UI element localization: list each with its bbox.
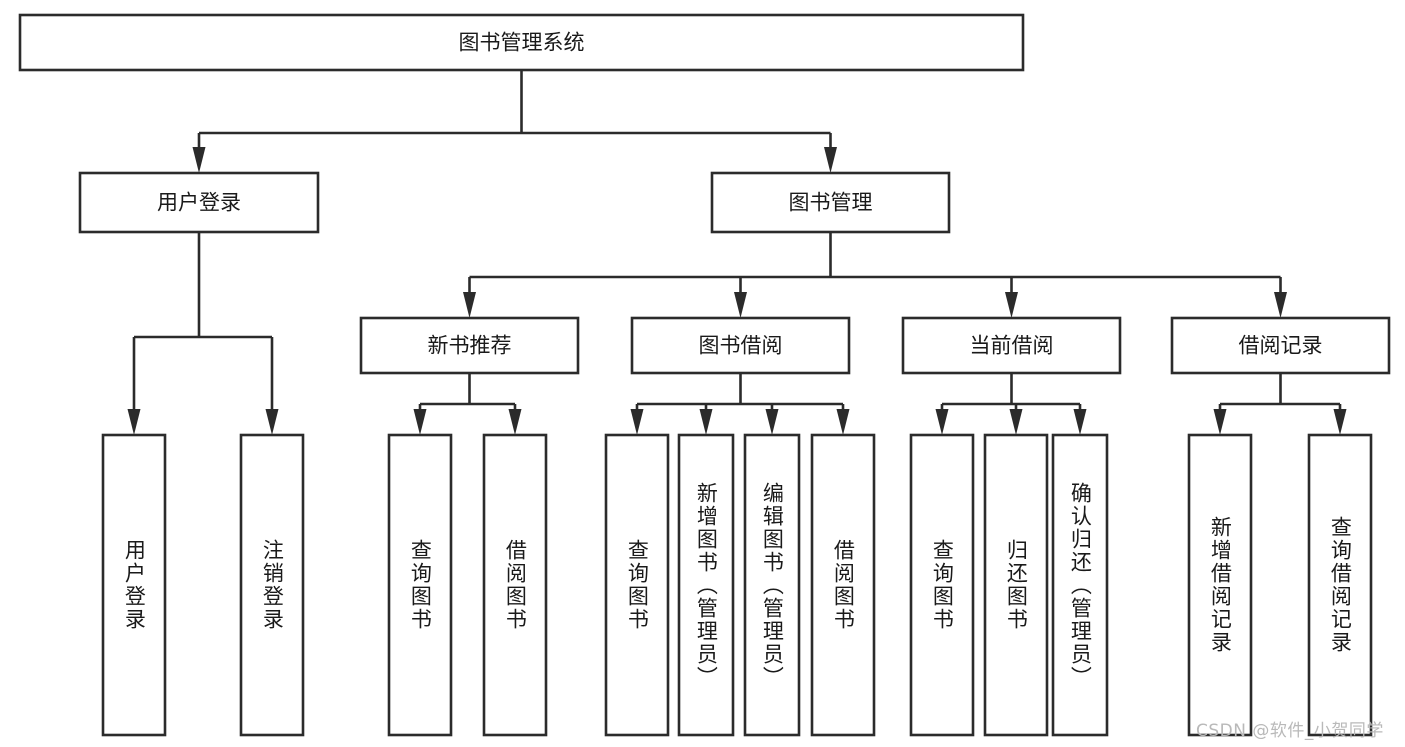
connectors-layer xyxy=(127,70,1347,435)
node-box-leaf-user-logout[interactable] xyxy=(239,433,305,737)
arrow-head-icon xyxy=(1005,292,1018,318)
node-box-book-borrow[interactable] xyxy=(630,316,851,375)
arrow-head-icon xyxy=(699,409,713,435)
arrow-head-icon xyxy=(1274,292,1287,318)
node-box-leaf-query-borrow-record[interactable] xyxy=(1307,433,1373,737)
arrow-head-icon xyxy=(413,409,427,435)
node-box-leaf-user-login[interactable] xyxy=(101,433,167,737)
node-box-current-borrow[interactable] xyxy=(901,316,1122,375)
connector-group xyxy=(413,373,522,435)
node-box-leaf-add-book[interactable] xyxy=(677,433,735,737)
arrow-head-icon xyxy=(127,409,141,435)
arrow-head-icon xyxy=(192,147,206,173)
arrow-head-icon xyxy=(463,292,476,318)
node-box-root[interactable] xyxy=(18,13,1025,72)
node-label-user-login: 用户登录 xyxy=(157,191,241,215)
arrow-head-icon xyxy=(935,409,949,435)
arrow-head-icon xyxy=(508,409,522,435)
arrow-head-icon xyxy=(630,409,644,435)
arrow-head-icon xyxy=(824,147,837,173)
node-label-current-borrow: 当前借阅 xyxy=(970,334,1054,358)
arrow-head-icon xyxy=(1009,409,1023,435)
node-box-book-manage[interactable] xyxy=(710,171,951,234)
arrow-head-icon xyxy=(1213,409,1227,435)
connector-group xyxy=(1213,373,1347,435)
node-box-leaf-edit-book[interactable] xyxy=(743,433,801,737)
node-box-borrow-record[interactable] xyxy=(1170,316,1391,375)
node-box-leaf-query-book-2[interactable] xyxy=(604,433,670,737)
node-box-leaf-borrow-book-1[interactable] xyxy=(482,433,548,737)
arrow-head-icon xyxy=(734,292,747,318)
arrow-head-icon xyxy=(1073,409,1087,435)
node-box-leaf-confirm-return[interactable] xyxy=(1051,433,1109,737)
node-box-leaf-add-borrow-record[interactable] xyxy=(1187,433,1253,737)
connector-group xyxy=(192,70,837,173)
node-label-book-manage: 图书管理 xyxy=(789,191,873,215)
csdn-watermark: CSDN @软件_小贺同学 xyxy=(1196,721,1384,741)
node-label-book-borrow: 图书借阅 xyxy=(699,334,783,358)
connector-group xyxy=(463,232,1287,318)
arrow-head-icon xyxy=(1333,409,1347,435)
node-box-leaf-borrow-book-2[interactable] xyxy=(810,433,876,737)
connector-group xyxy=(630,373,850,435)
boxes-layer xyxy=(18,13,1391,737)
node-box-leaf-query-book-1[interactable] xyxy=(387,433,453,737)
connector-group xyxy=(127,232,279,435)
node-label-borrow-record: 借阅记录 xyxy=(1239,334,1323,358)
node-label-root: 图书管理系统 xyxy=(459,31,585,55)
connector-group xyxy=(935,373,1087,435)
arrow-head-icon xyxy=(765,409,779,435)
node-box-user-login[interactable] xyxy=(78,171,320,234)
arrow-head-icon xyxy=(265,409,279,435)
node-box-leaf-return-book[interactable] xyxy=(983,433,1049,737)
arrow-head-icon xyxy=(836,409,850,435)
node-label-new-book-recommend: 新书推荐 xyxy=(428,334,512,358)
node-box-new-book-recommend[interactable] xyxy=(359,316,580,375)
node-box-leaf-query-book-3[interactable] xyxy=(909,433,975,737)
